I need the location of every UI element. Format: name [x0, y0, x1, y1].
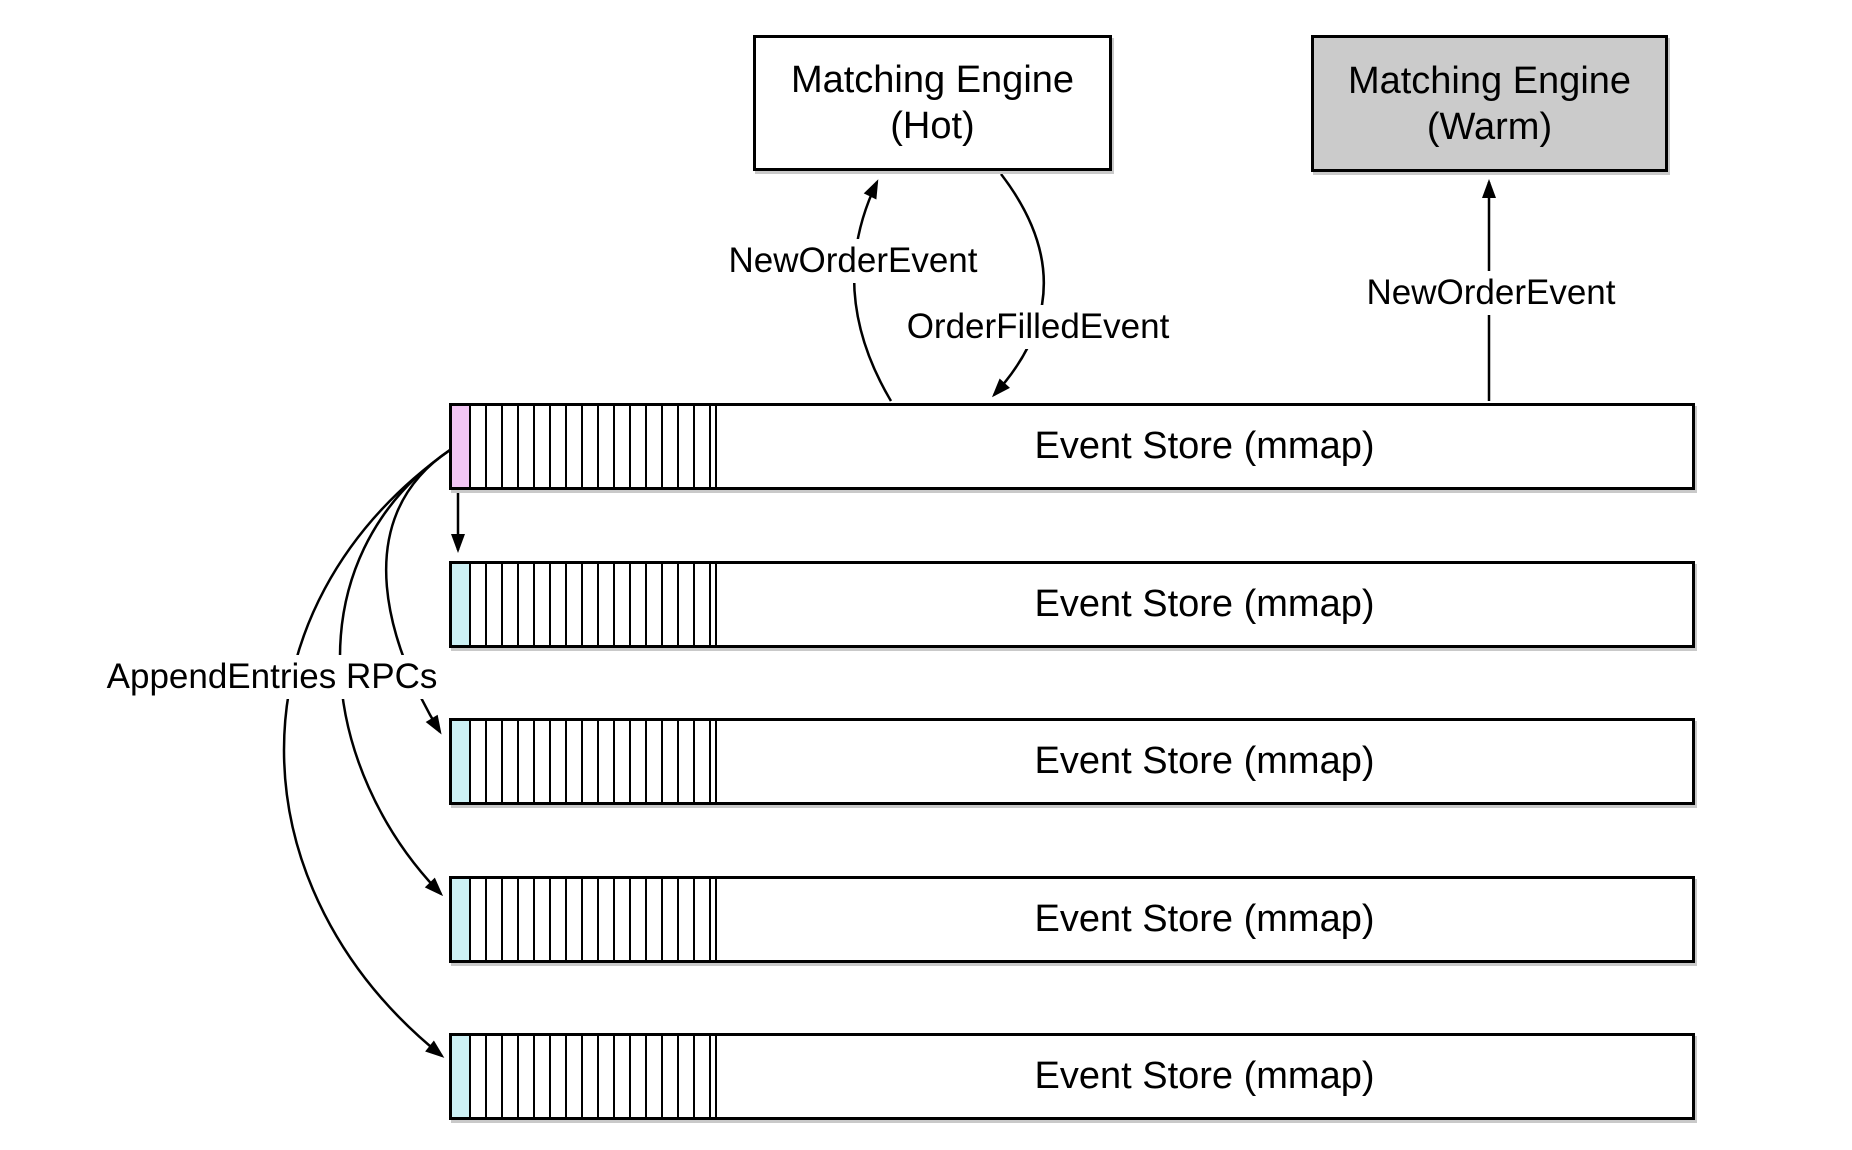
- node-label-line: Matching Engine: [1347, 59, 1632, 102]
- event-store-bar-follower-1: Event Store (mmap): [449, 561, 1695, 648]
- event-store-label: Event Store (mmap): [1034, 425, 1375, 467]
- log-head-cell-follower: [452, 721, 471, 802]
- edge-label-order-filled-from-hot: OrderFilledEvent: [898, 305, 1178, 349]
- log-segments-hatch: [471, 564, 717, 645]
- log-segments-hatch: [471, 721, 717, 802]
- edge-append-entries-follower-4-arrow: [282, 448, 451, 1058]
- node-matching-engine-warm: Matching Engine (Warm): [1311, 35, 1668, 172]
- log-head-cell-follower: [452, 564, 471, 645]
- node-matching-engine-hot: Matching Engine (Hot): [753, 35, 1112, 171]
- node-label-line: Matching Engine: [790, 59, 1075, 101]
- edge-order-filled-from-hot-arrow: [991, 173, 1046, 398]
- event-store-label: Event Store (mmap): [1034, 898, 1375, 940]
- event-store-bar-leader: Event Store (mmap): [449, 403, 1695, 490]
- log-head-cell-leader: [452, 406, 471, 487]
- event-store-label: Event Store (mmap): [1034, 740, 1375, 782]
- log-head-cell-follower: [452, 1036, 471, 1117]
- edge-label-new-order-to-warm: NewOrderEvent: [1358, 271, 1624, 315]
- event-store-bar-follower-2: Event Store (mmap): [449, 718, 1695, 805]
- log-segments-hatch: [471, 879, 717, 960]
- event-store-bar-follower-3: Event Store (mmap): [449, 876, 1695, 963]
- node-label-line: (Warm): [1426, 105, 1553, 148]
- node-label-line: (Hot): [890, 105, 975, 147]
- log-head-cell-follower: [452, 879, 471, 960]
- event-store-label: Event Store (mmap): [1034, 1055, 1375, 1097]
- event-store-bar-follower-4: Event Store (mmap): [449, 1033, 1695, 1120]
- edge-new-order-to-hot-arrow: [852, 179, 893, 402]
- event-store-label: Event Store (mmap): [1034, 583, 1375, 625]
- edge-label-new-order-to-hot: NewOrderEvent: [720, 239, 986, 283]
- edge-label-append-entries-rpcs: AppendEntries RPCs: [98, 655, 446, 699]
- log-segments-hatch: [471, 1036, 717, 1117]
- log-segments-hatch: [471, 406, 717, 487]
